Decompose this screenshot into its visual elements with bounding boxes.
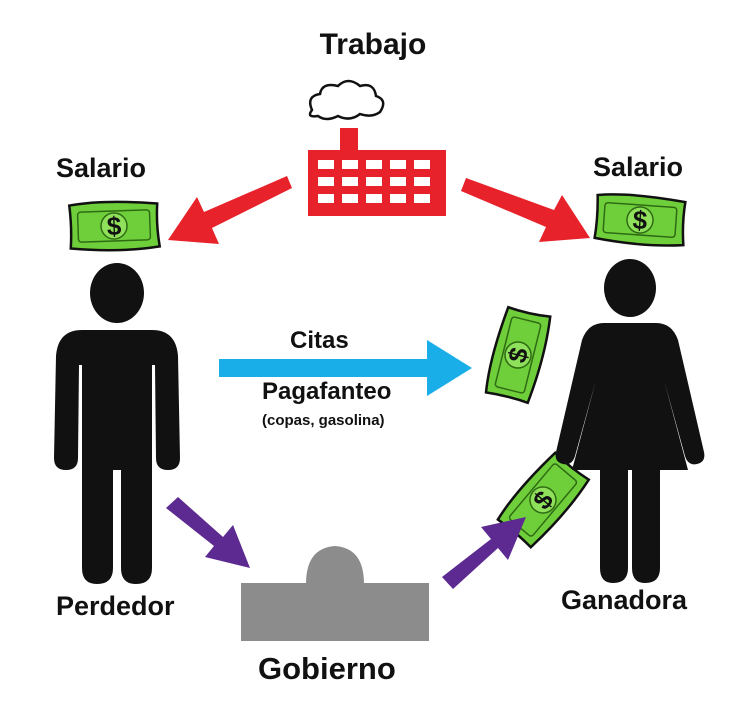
flow-detail: (copas, gasolina) xyxy=(262,412,385,429)
money-icon: $ xyxy=(494,448,592,551)
svg-text:$: $ xyxy=(632,205,649,236)
right-person-label: Ganadora xyxy=(561,585,688,615)
svg-text:$: $ xyxy=(106,211,122,242)
money-icon: $ xyxy=(482,304,554,405)
woman-icon xyxy=(555,259,705,583)
government-label: Gobierno xyxy=(258,651,396,686)
money-icon: $ xyxy=(593,191,688,249)
wage-label-right: Salario xyxy=(593,152,684,182)
government-building-icon xyxy=(241,546,429,641)
factory-icon xyxy=(308,128,446,216)
flow-label: Citas xyxy=(290,327,349,354)
money-icon: $ xyxy=(67,198,162,254)
wage-label-left: Salario xyxy=(56,153,147,183)
blue-arrow xyxy=(219,340,472,396)
title-label: Trabajo xyxy=(319,28,427,61)
red-arrow-right xyxy=(461,178,590,242)
purple-arrow-down xyxy=(166,497,250,568)
flow-sublabel: Pagafanteo xyxy=(262,378,392,405)
purple-arrow-up xyxy=(442,517,526,589)
man-icon xyxy=(54,263,180,584)
red-arrow-left xyxy=(168,176,292,244)
left-person-label: Perdedor xyxy=(56,591,175,621)
cloud-icon xyxy=(308,79,385,121)
